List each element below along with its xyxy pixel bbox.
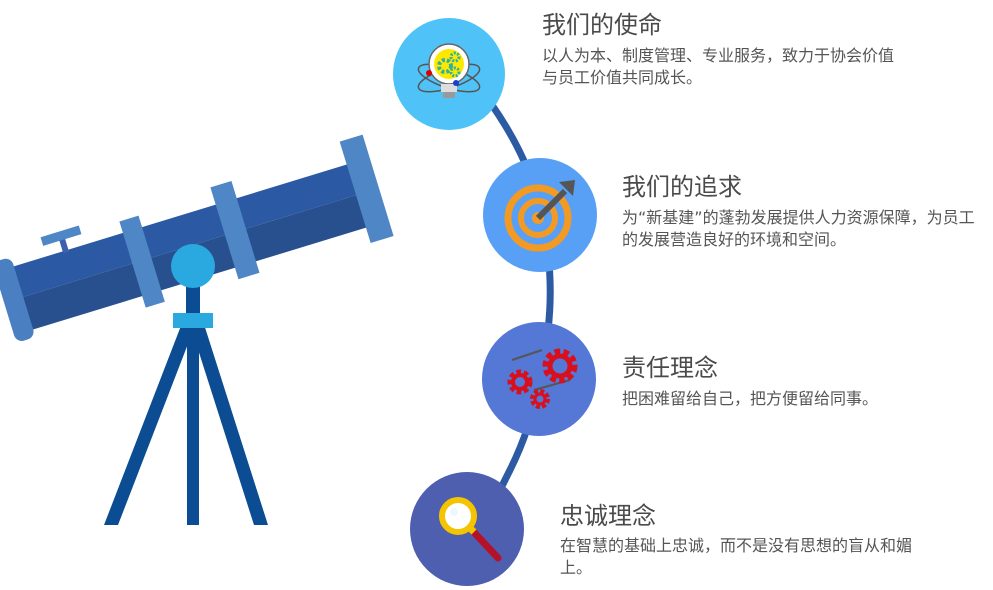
pursuit-desc: 为“新基建”的蓬勃发展提供人力资源保障，为员工的发展营造良好的环境和空间。 (622, 208, 975, 249)
responsibility-icon-circle (482, 322, 596, 436)
pursuit-title: 我们的追求 (622, 173, 742, 201)
loyalty-icon-circle (410, 472, 524, 586)
mission-title: 我们的使命 (542, 11, 662, 39)
loyalty-desc: 在智慧的基础上忠诚，而不是没有思想的盲从和媚上。 (560, 536, 913, 577)
responsibility-title: 责任理念 (622, 354, 718, 382)
telescope-icon (0, 134, 394, 525)
lightbulb-gears-icon (417, 43, 481, 98)
mission-desc: 以人为本、制度管理、专业服务，致力于协会价值与员工价值共同成长。 (542, 46, 895, 87)
gears-icon (507, 348, 578, 409)
loyalty-title: 忠诚理念 (560, 502, 656, 530)
responsibility-desc: 把困难留给自己，把方便留给同事。 (622, 389, 879, 408)
pursuit-icon-circle (483, 158, 597, 272)
target-arrow-icon (504, 180, 575, 252)
magnifier-icon (439, 497, 502, 562)
mission-icon-circle (393, 18, 505, 130)
